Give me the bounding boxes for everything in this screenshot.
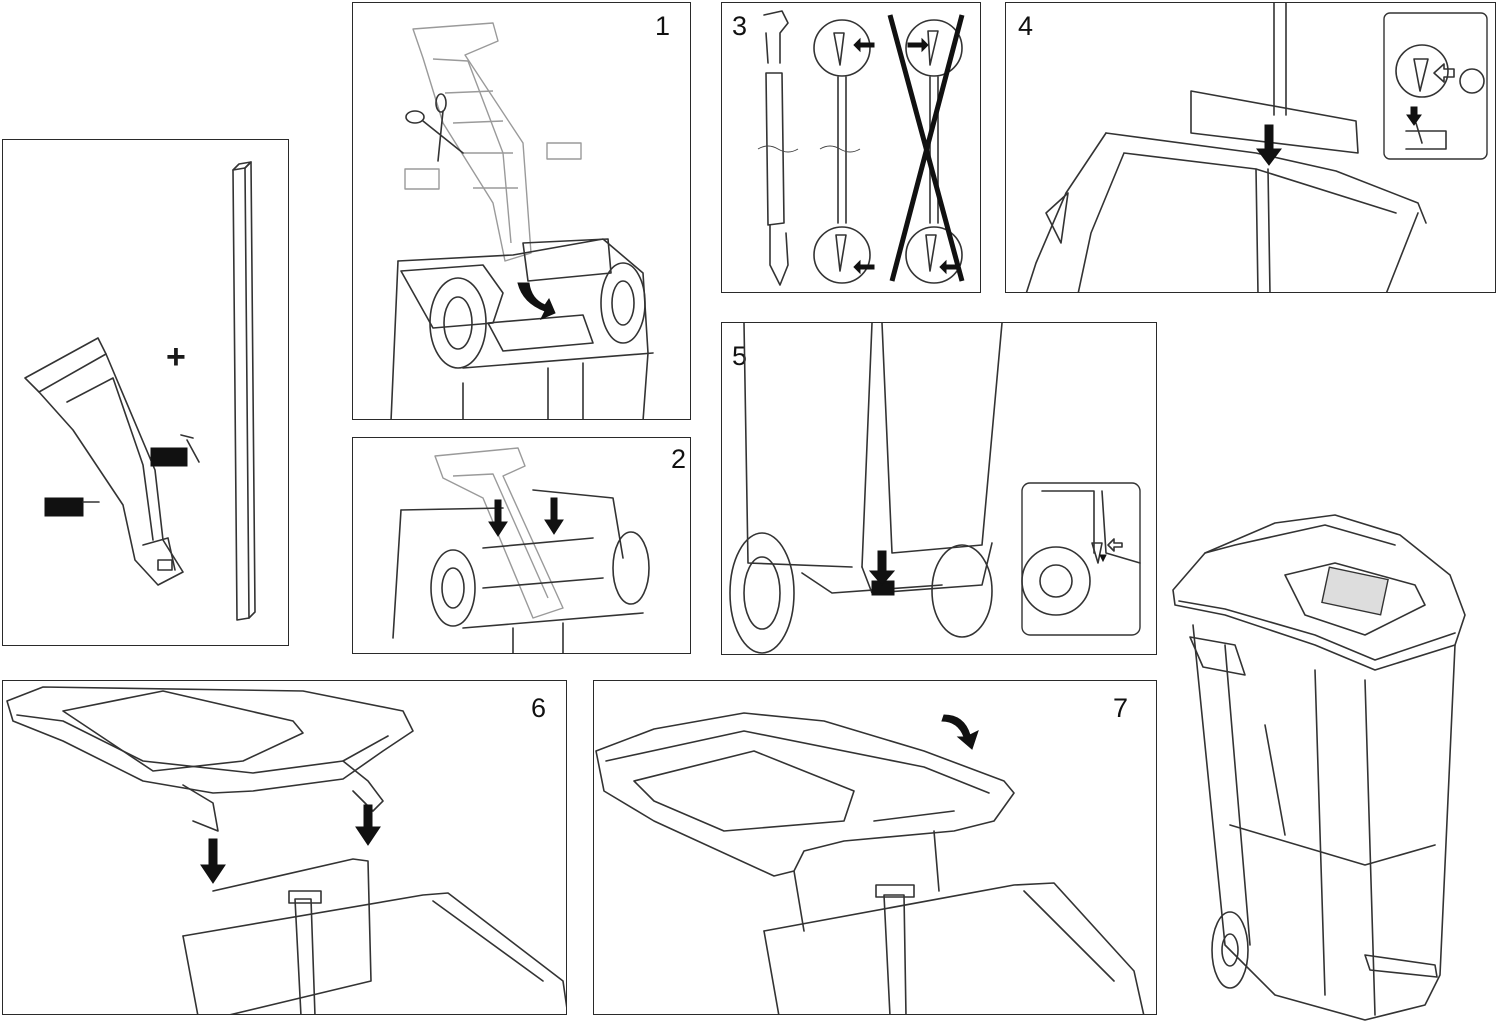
arrow-down-icon [868, 550, 896, 586]
detail-inset [1383, 12, 1488, 160]
step-number: 6 [530, 693, 546, 723]
plus-sign: + [166, 338, 186, 376]
arrow-down-icon [200, 838, 226, 884]
scissors-icon [405, 93, 464, 162]
finished-bin-illustration [1172, 514, 1466, 1021]
step-3-panel: 3 [721, 2, 981, 293]
step-2-illustration [392, 447, 650, 653]
step-5-illustration [729, 323, 1141, 654]
step-7-illustration [595, 712, 1145, 1014]
step-4-panel: 4 [1005, 2, 1496, 293]
step-1-panel: 1 [352, 2, 691, 420]
step-1-illustration [390, 22, 654, 419]
arrow-down-icon [1256, 124, 1282, 166]
arrow-down-icon [544, 497, 564, 535]
curved-arrow-icon [941, 714, 979, 750]
step-4-illustration [1025, 3, 1488, 292]
step-2-panel: 2 [352, 437, 691, 654]
step-number: 5 [732, 341, 748, 371]
clip-part-upper [150, 434, 200, 467]
pole-part [232, 161, 256, 621]
step-6-panel: 6 [2, 680, 567, 1015]
arrow-down-icon [488, 499, 508, 537]
step-7-panel: 7 [593, 680, 1157, 1015]
step-number: 2 [670, 444, 686, 474]
arrow-down-icon [355, 804, 381, 846]
step-number: 7 [1112, 693, 1128, 723]
step-3-illustration [757, 10, 965, 286]
step-number: 3 [732, 11, 748, 41]
step-6-illustration [6, 686, 566, 1014]
parts-panel: + [2, 139, 289, 646]
handle-part [24, 337, 184, 586]
step-number: 4 [1018, 11, 1034, 41]
step-5-panel: 5 [721, 322, 1157, 655]
cross-out-icon [887, 14, 965, 282]
parts-illustration [24, 161, 256, 621]
clip-part-lower [44, 497, 100, 517]
finished-bin [1165, 505, 1500, 1026]
curved-arrow-icon [517, 282, 556, 320]
step-number: 1 [654, 11, 670, 41]
detail-inset [1021, 482, 1141, 636]
